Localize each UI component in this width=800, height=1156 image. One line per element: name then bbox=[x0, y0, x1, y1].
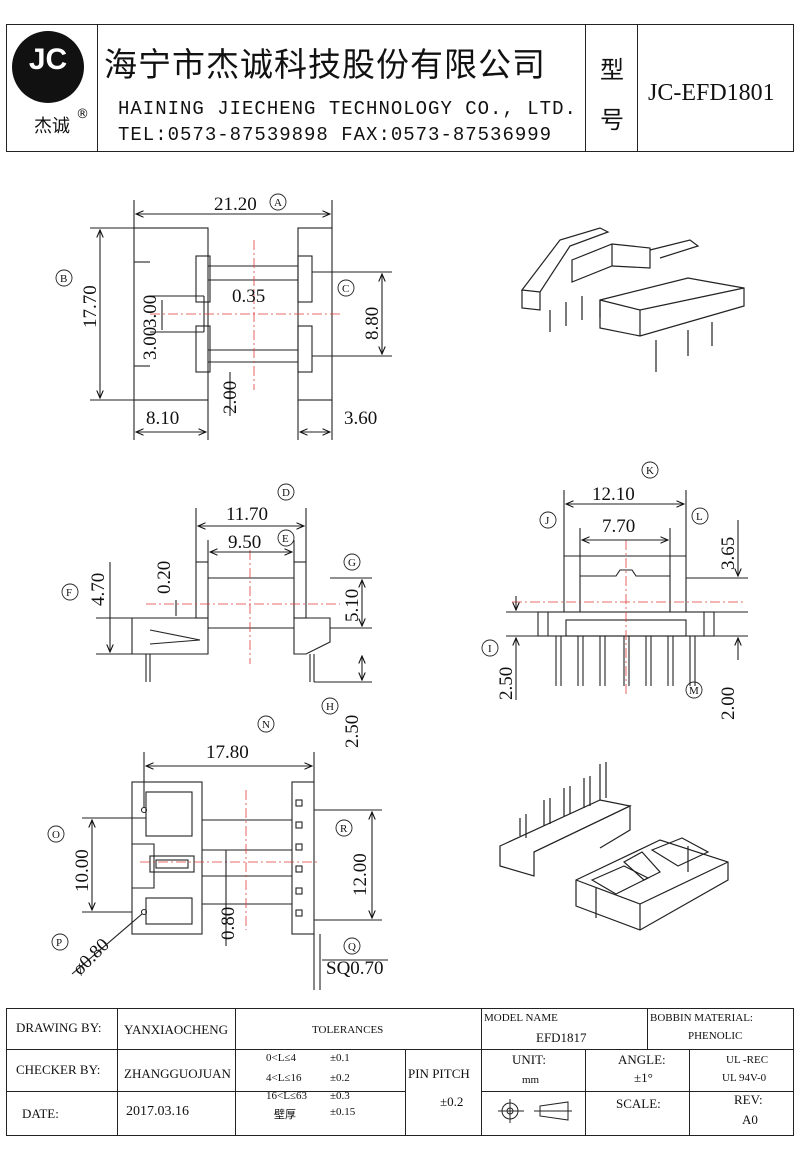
rev: A0 bbox=[742, 1112, 758, 1127]
tag-g: G bbox=[348, 557, 356, 569]
drawing-by-label: DRAWING BY: bbox=[16, 1020, 102, 1035]
tol-value-4: ±0.15 bbox=[330, 1106, 356, 1118]
side-view bbox=[96, 508, 372, 683]
angle: ±1° bbox=[634, 1070, 653, 1085]
projection-symbol bbox=[498, 1099, 572, 1123]
dim-bottom-pins: 12.00 bbox=[350, 853, 371, 896]
logo-name: 杰诚 bbox=[34, 116, 70, 137]
tol-range-2: 4<L≤16 bbox=[266, 1072, 302, 1084]
dim-side-height: 4.70 bbox=[88, 573, 109, 606]
date: 2017.03.16 bbox=[126, 1104, 189, 1119]
dim-side-flange: 5.10 bbox=[342, 589, 363, 622]
tag-h: H bbox=[326, 701, 334, 713]
drawing-by: YANXIAOCHENG bbox=[124, 1022, 228, 1037]
registered-mark: ® bbox=[76, 107, 89, 122]
angle-label: ANGLE: bbox=[618, 1052, 666, 1067]
tol-value-3: ±0.3 bbox=[330, 1090, 350, 1102]
tol-range-3: 16<L≤63 bbox=[266, 1090, 307, 1102]
bottom-view bbox=[71, 752, 388, 990]
tag-r: R bbox=[340, 823, 348, 835]
tag-p: P bbox=[56, 937, 62, 949]
type-label-2: 号 bbox=[600, 106, 624, 134]
tag-b: B bbox=[60, 273, 67, 285]
dim-top-height: 17.70 bbox=[80, 285, 101, 328]
tag-d: D bbox=[282, 487, 290, 499]
tolerances-label: TOLERANCES bbox=[312, 1024, 384, 1036]
tag-j: J bbox=[545, 515, 550, 527]
tag-q: Q bbox=[348, 941, 356, 953]
tag-m: M bbox=[689, 685, 699, 697]
dim-top-inner: 8.80 bbox=[362, 307, 383, 340]
dim-side-pin: 2.50 bbox=[342, 715, 363, 748]
tag-k: K bbox=[646, 465, 654, 477]
company-contact: TEL:0573-87539898 FAX:0573-87536999 bbox=[118, 124, 553, 146]
tag-l: L bbox=[696, 511, 703, 523]
company-name-en: HAINING JIECHENG TECHNOLOGY CO., LTD. bbox=[118, 98, 577, 120]
technical-drawing: 21.20 17.70 0.35 3.00 3.00 8.80 2.00 8.1… bbox=[47, 193, 748, 990]
dim-front-inner: 7.70 bbox=[602, 516, 635, 537]
dim-top-rail: 2.00 bbox=[220, 381, 241, 414]
bobbin-material: PHENOLIC bbox=[688, 1030, 743, 1042]
model-name: EFD1817 bbox=[536, 1030, 587, 1045]
tag-n: N bbox=[262, 719, 270, 731]
title-block bbox=[6, 1008, 794, 1136]
tol-range-1: 0<L≤4 bbox=[266, 1052, 296, 1064]
dim-bottom-width: 10.00 bbox=[72, 849, 93, 892]
title-header bbox=[6, 24, 794, 152]
dim-bottom-len: 17.80 bbox=[206, 742, 249, 763]
model-number: JC-EFD1801 bbox=[648, 80, 775, 106]
ul-rec: UL -REC bbox=[726, 1054, 769, 1066]
tol-value-2: ±0.2 bbox=[330, 1072, 350, 1084]
dim-front-pin: 2.50 bbox=[496, 667, 517, 700]
dim-side-outer: 11.70 bbox=[226, 504, 268, 525]
date-label: DATE: bbox=[22, 1106, 59, 1121]
top-view bbox=[90, 200, 392, 440]
iso-view-bottom bbox=[499, 762, 729, 931]
pin-pitch: ±0.2 bbox=[440, 1094, 464, 1109]
company-logo bbox=[12, 31, 84, 103]
unit-label: UNIT: bbox=[512, 1052, 547, 1067]
tag-c: C bbox=[342, 283, 349, 295]
tag-i: I bbox=[488, 643, 492, 655]
tag-a: A bbox=[274, 197, 282, 209]
dim-bottom-gap: 0.80 bbox=[218, 907, 239, 940]
dim-front-top: 3.65 bbox=[718, 537, 739, 570]
tol-range-4: 壁厚 bbox=[274, 1108, 296, 1121]
dim-bottom-hole: ø0.80 bbox=[69, 934, 114, 979]
dim-front-pin-r: 2.00 bbox=[718, 687, 739, 720]
pin-pitch-label: PIN PITCH bbox=[408, 1066, 470, 1081]
dim-side-wall: 0.20 bbox=[154, 561, 175, 594]
dim-top-gap: 0.35 bbox=[232, 286, 265, 307]
dim-top-left: 8.10 bbox=[146, 408, 179, 429]
dim-top-right: 3.60 bbox=[344, 408, 377, 429]
scale-label: SCALE: bbox=[616, 1096, 661, 1111]
unit: mm bbox=[522, 1074, 540, 1086]
bobbin-material-label: BOBBIN MATERIAL: bbox=[650, 1012, 753, 1024]
tag-e: E bbox=[282, 533, 289, 545]
dim-top-slot: 3.00 bbox=[140, 295, 161, 328]
dim-bottom-sq: SQ0.70 bbox=[326, 958, 384, 979]
checker-by: ZHANGGUOJUAN bbox=[124, 1066, 231, 1081]
ul-94v0: UL 94V-0 bbox=[722, 1072, 767, 1084]
dim-side-inner: 9.50 bbox=[228, 532, 261, 553]
logo-letters: JC bbox=[28, 43, 68, 76]
tag-o: O bbox=[52, 829, 60, 841]
model-name-label: MODEL NAME bbox=[484, 1012, 558, 1024]
type-label: 型 bbox=[600, 56, 624, 84]
company-name-cn: 海宁市杰诚科技股份有限公司 bbox=[104, 45, 546, 84]
tag-f: F bbox=[66, 587, 72, 599]
checker-by-label: CHECKER BY: bbox=[16, 1062, 101, 1077]
dim-top-slot-b: 3.00 bbox=[140, 327, 161, 360]
rev-label: REV: bbox=[734, 1092, 763, 1107]
front-view bbox=[506, 490, 748, 700]
iso-view-top bbox=[520, 227, 745, 372]
dim-top-width: 21.20 bbox=[214, 194, 257, 215]
tol-value-1: ±0.1 bbox=[330, 1052, 350, 1064]
dim-front-outer: 12.10 bbox=[592, 484, 635, 505]
